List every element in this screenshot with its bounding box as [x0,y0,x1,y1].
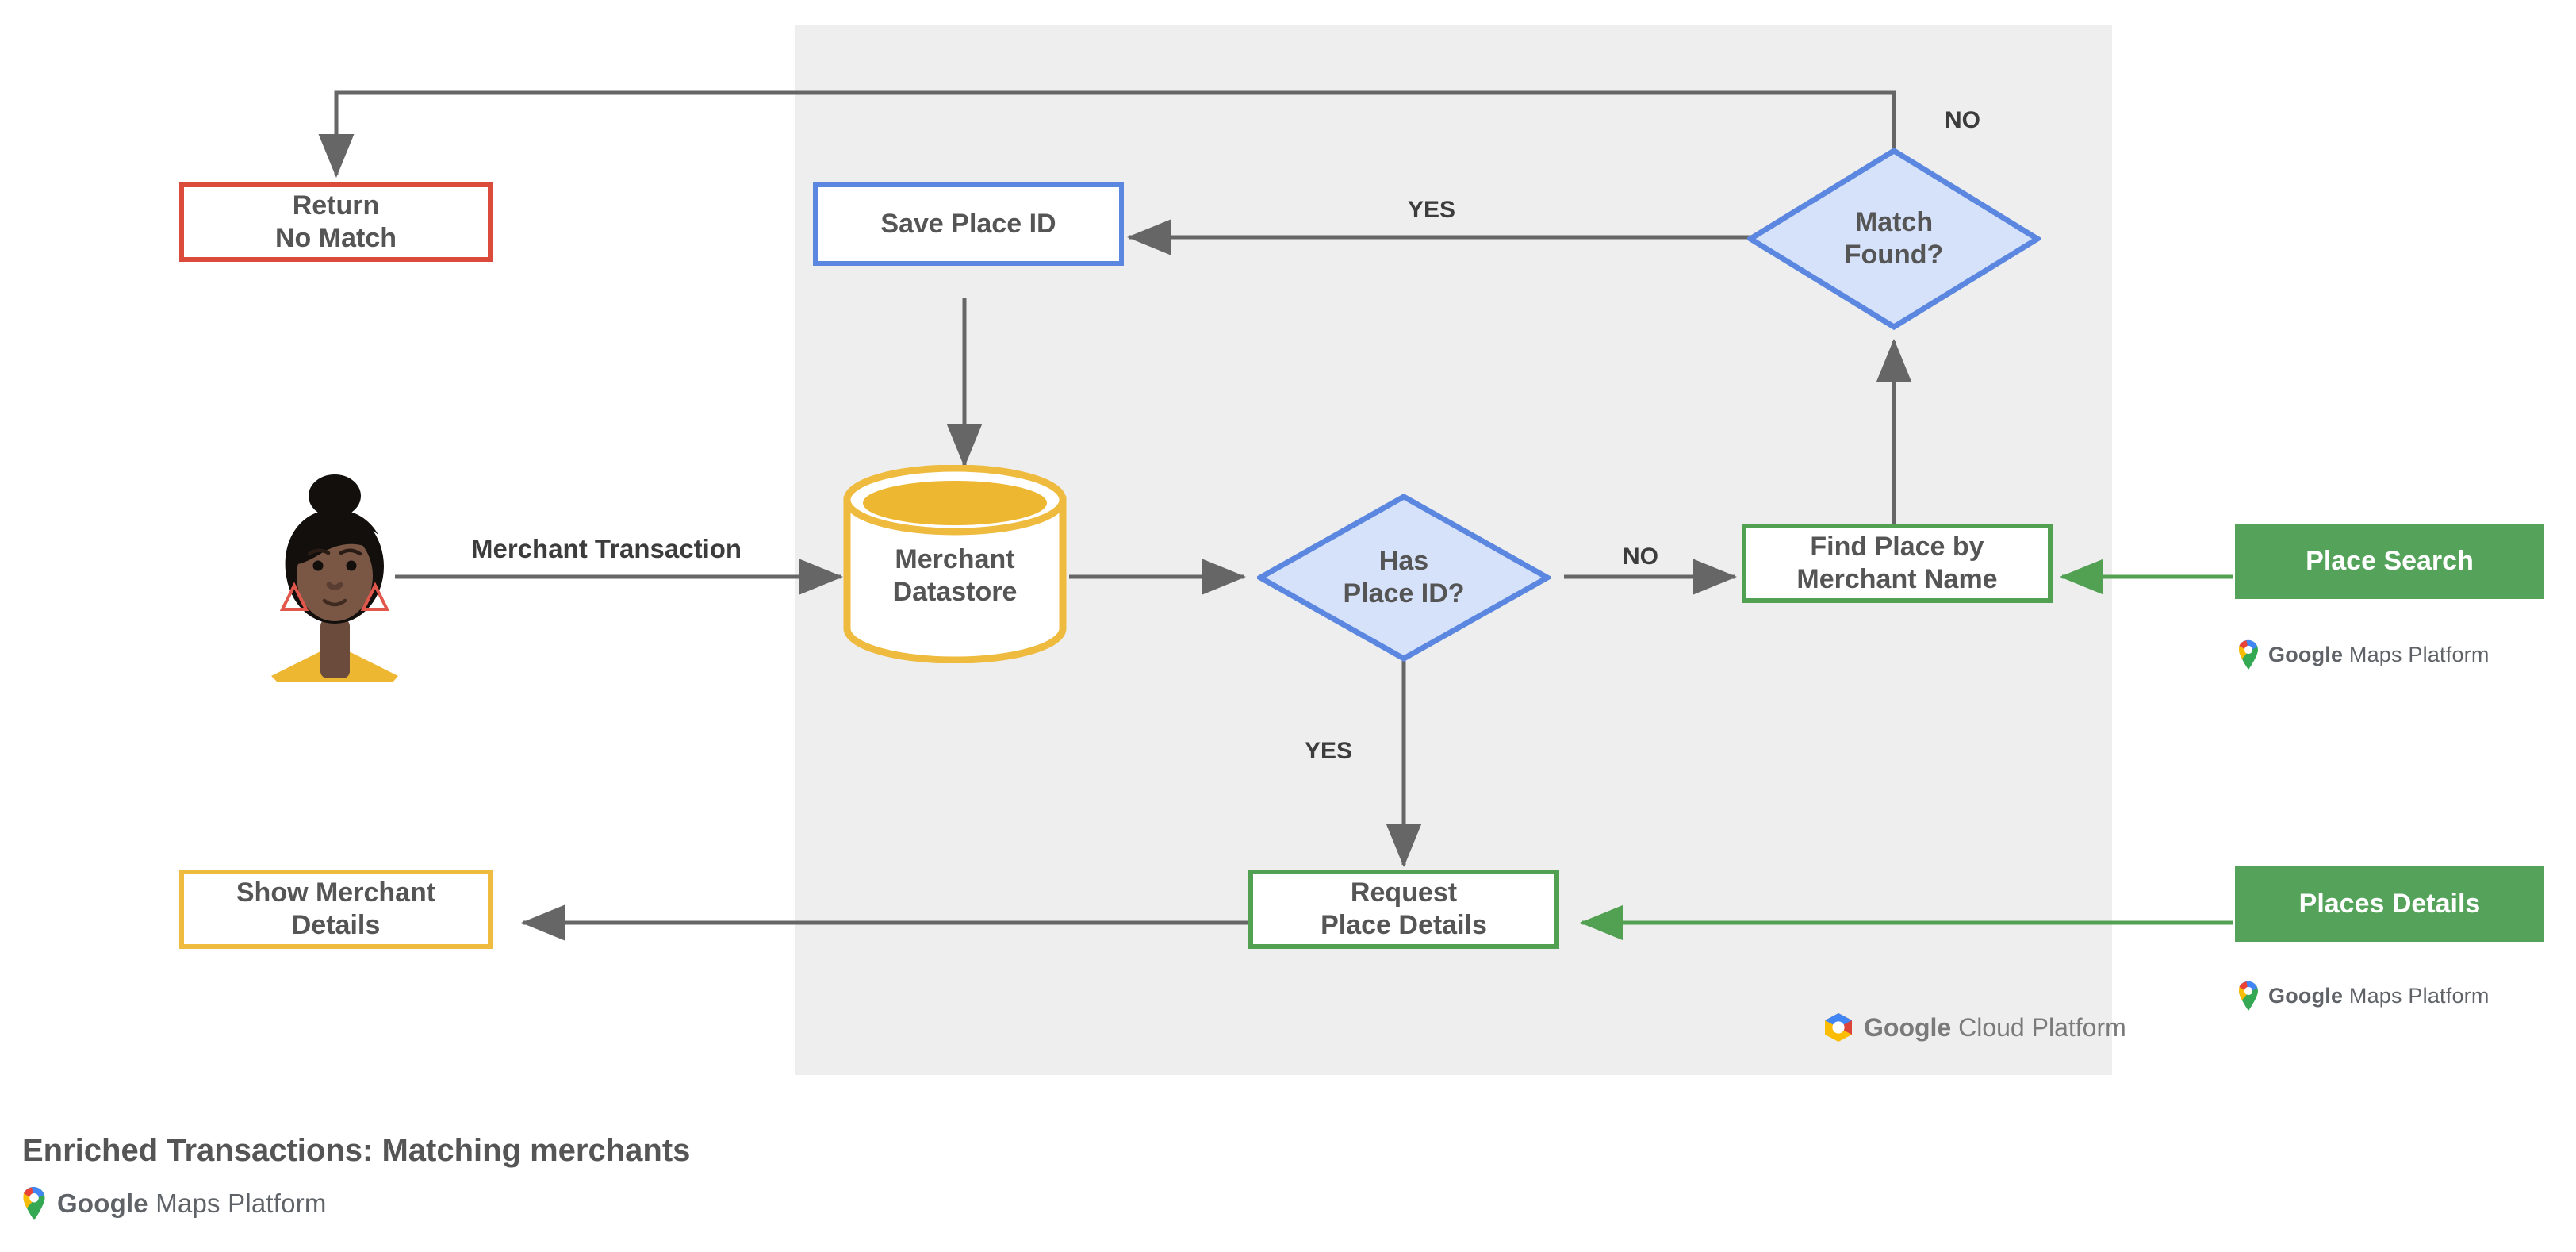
google-cloud-hexagon-icon [1825,1013,1852,1042]
node-find-place-by-merchant-name[interactable]: Find Place by Merchant Name [1742,524,2053,603]
node-place-search-label: Place Search [2306,545,2474,576]
brand-rest: Maps Platform [148,1188,327,1218]
node-match-found[interactable]: Match Found? [1747,148,2041,330]
brand-google: Google [2268,983,2344,1008]
brand-text: Google Maps Platform [57,1189,327,1219]
node-show-merchant-details-line1: Show Merchant [236,877,436,908]
avatar-illustration [271,474,398,682]
brand-google-maps-platform-footer: Google Maps Platform [21,1185,327,1221]
edge-label-merchant-transaction: Merchant Transaction [471,534,742,563]
diamond-shape [1257,494,1551,662]
node-save-place-id-label: Save Place ID [880,208,1056,239]
node-save-place-id[interactable]: Save Place ID [813,182,1124,266]
brand-text: Google Cloud Platform [1864,1013,2126,1043]
edge-label-match-found-no: NO [1945,107,1980,133]
node-merchant-datastore-line2: Datastore [892,577,1018,607]
node-places-details-label: Places Details [2298,888,2481,919]
node-places-details[interactable]: Places Details [2235,866,2544,942]
node-show-merchant-details[interactable]: Show Merchant Details [179,870,493,949]
brand-google: Google [2268,642,2344,666]
brand-google-cloud-platform: Google Cloud Platform [1822,1012,2126,1043]
brand-rest: Cloud Platform [1951,1012,2126,1042]
edge-label-match-found-yes: YES [1408,197,1456,223]
node-request-place-details-line2: Place Details [1321,910,1487,940]
node-match-found-line1: Match [1854,206,1934,237]
brand-google-maps-platform-places-details: Google Maps Platform [2237,980,2490,1012]
brand-google: Google [1864,1012,1952,1042]
node-has-place-id-line1: Has [1378,545,1429,576]
diamond-shape [1747,148,2041,330]
node-find-place-line2: Merchant Name [1796,564,1998,594]
node-merchant-datastore-line1: Merchant [895,543,1015,574]
node-has-place-id[interactable]: Has Place ID? [1257,494,1551,662]
edge-label-has-place-id-no: NO [1623,543,1658,570]
edge-label-has-place-id-yes: YES [1305,738,1353,764]
diagram-title: Enriched Transactions: Matching merchant… [22,1133,691,1168]
user-avatar [262,460,408,682]
node-return-no-match[interactable]: Return No Match [179,182,493,262]
google-maps-pin-icon [2239,981,2258,1011]
brand-rest: Maps Platform [2343,983,2490,1008]
brand-google: Google [57,1188,148,1218]
node-show-merchant-details-line2: Details [291,910,381,940]
node-merchant-datastore[interactable]: Merchant Datastore [841,465,1069,663]
node-request-place-details-line1: Request [1350,877,1458,908]
cylinder-shape [843,465,1067,663]
node-return-no-match-line1: Return [292,190,380,221]
node-match-found-line2: Found? [1844,240,1944,270]
node-return-no-match-line2: No Match [275,223,397,253]
brand-text: Google Maps Platform [2268,643,2490,667]
node-place-search[interactable]: Place Search [2235,524,2544,599]
brand-text: Google Maps Platform [2268,984,2490,1008]
node-find-place-line1: Find Place by [1810,531,1984,562]
brand-rest: Maps Platform [2343,642,2490,666]
google-maps-pin-icon [23,1186,45,1220]
node-has-place-id-line2: Place ID? [1343,578,1465,609]
node-request-place-details[interactable]: Request Place Details [1248,870,1559,949]
brand-google-maps-platform-place-search: Google Maps Platform [2237,639,2490,670]
google-maps-pin-icon [2239,639,2258,670]
